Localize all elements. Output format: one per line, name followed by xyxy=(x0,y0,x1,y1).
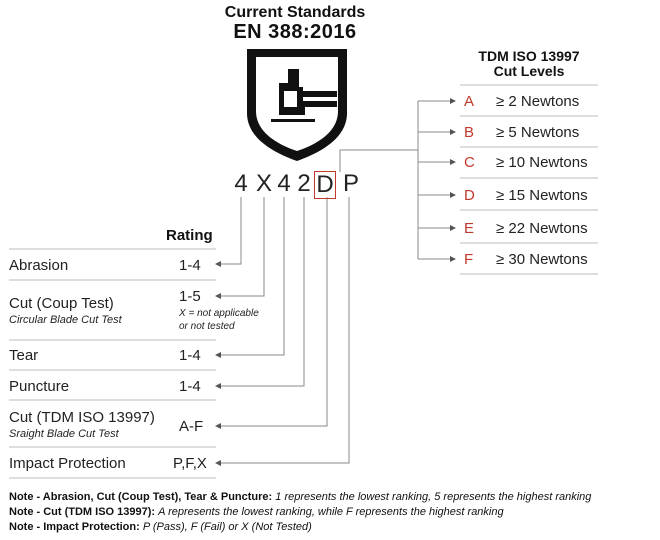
cut-levels-title-2: Cut Levels xyxy=(493,63,565,79)
rating-cut-iso: A-F xyxy=(179,418,204,435)
note-2-label: Note - Cut (TDM ISO 13997): xyxy=(9,506,156,518)
cut-level-letter-e: E xyxy=(464,220,475,237)
rating-tear: 1-4 xyxy=(179,347,201,364)
cut-level-letter-a: A xyxy=(464,93,475,110)
note-2: Note - Cut (TDM ISO 13997): A represents… xyxy=(9,504,504,520)
row-sublabel-cut-iso: Sraight Blade Cut Test xyxy=(9,428,119,440)
cut-level-value-f: ≥ 30 Newtons xyxy=(496,251,588,268)
x-note-line-1: X = not applicable xyxy=(179,308,259,319)
cut-level-bracket xyxy=(339,98,456,262)
code-puncture: 2 xyxy=(297,170,311,197)
note-1: Note - Abrasion, Cut (Coup Test), Tear &… xyxy=(9,489,591,505)
row-label-abrasion: Abrasion xyxy=(9,257,69,274)
code-impact: P xyxy=(342,170,359,197)
row-label-puncture: Puncture xyxy=(9,378,70,395)
cut-level-value-d: ≥ 15 Newtons xyxy=(496,187,588,204)
note-1-label: Note - Abrasion, Cut (Coup Test), Tear &… xyxy=(9,491,273,503)
cut-level-value-b: ≥ 5 Newtons xyxy=(496,124,580,141)
rating-abrasion: 1-4 xyxy=(179,257,201,274)
rating-puncture: 1-4 xyxy=(179,378,201,395)
code-connectors xyxy=(215,197,350,466)
code-cut-coup: X xyxy=(255,170,272,197)
note-3-label: Note - Impact Protection: xyxy=(9,521,140,533)
cut-level-value-a: ≥ 2 Newtons xyxy=(496,93,580,110)
cut-level-letter-d: D xyxy=(464,187,475,204)
code-abrasion: 4 xyxy=(234,170,248,197)
row-label-tear: Tear xyxy=(9,347,39,364)
cut-levels-title-1: TDM ISO 13997 xyxy=(478,48,580,64)
note-2-text: A represents the lowest ranking, while F… xyxy=(158,506,504,518)
code-tear: 4 xyxy=(277,170,291,197)
cut-level-value-c: ≥ 10 Newtons xyxy=(496,154,588,171)
cut-level-value-e: ≥ 22 Newtons xyxy=(496,220,588,237)
en388-shield-icon xyxy=(247,49,347,161)
title-line-2: EN 388:2016 xyxy=(233,21,357,43)
row-sublabel-cut-coup: Circular Blade Cut Test xyxy=(9,314,122,326)
note-3-text: P (Pass), F (Fail) or X (Not Tested) xyxy=(142,521,312,533)
rating-header: Rating xyxy=(166,227,213,244)
rating-cut-coup: 1-5 xyxy=(179,288,201,305)
cut-level-dividers xyxy=(460,84,598,275)
cut-level-letter-c: C xyxy=(464,154,475,171)
title-line-1: Current Standards xyxy=(224,4,366,21)
note-1-text: 1 represents the lowest ranking, 5 repre… xyxy=(275,491,592,503)
cut-level-letter-f: F xyxy=(464,251,474,268)
row-label-impact: Impact Protection xyxy=(9,455,126,472)
x-note-line-2: or not tested xyxy=(179,321,235,332)
cut-level-letter-b: B xyxy=(464,124,475,141)
code-cut-iso: D xyxy=(314,171,336,199)
table-dividers xyxy=(9,248,216,479)
note-3: Note - Impact Protection: P (Pass), F (F… xyxy=(9,519,312,535)
row-label-cut-coup: Cut (Coup Test) xyxy=(9,295,114,312)
row-label-cut-iso: Cut (TDM ISO 13997) xyxy=(9,409,155,426)
rating-impact: P,F,X xyxy=(173,455,207,472)
